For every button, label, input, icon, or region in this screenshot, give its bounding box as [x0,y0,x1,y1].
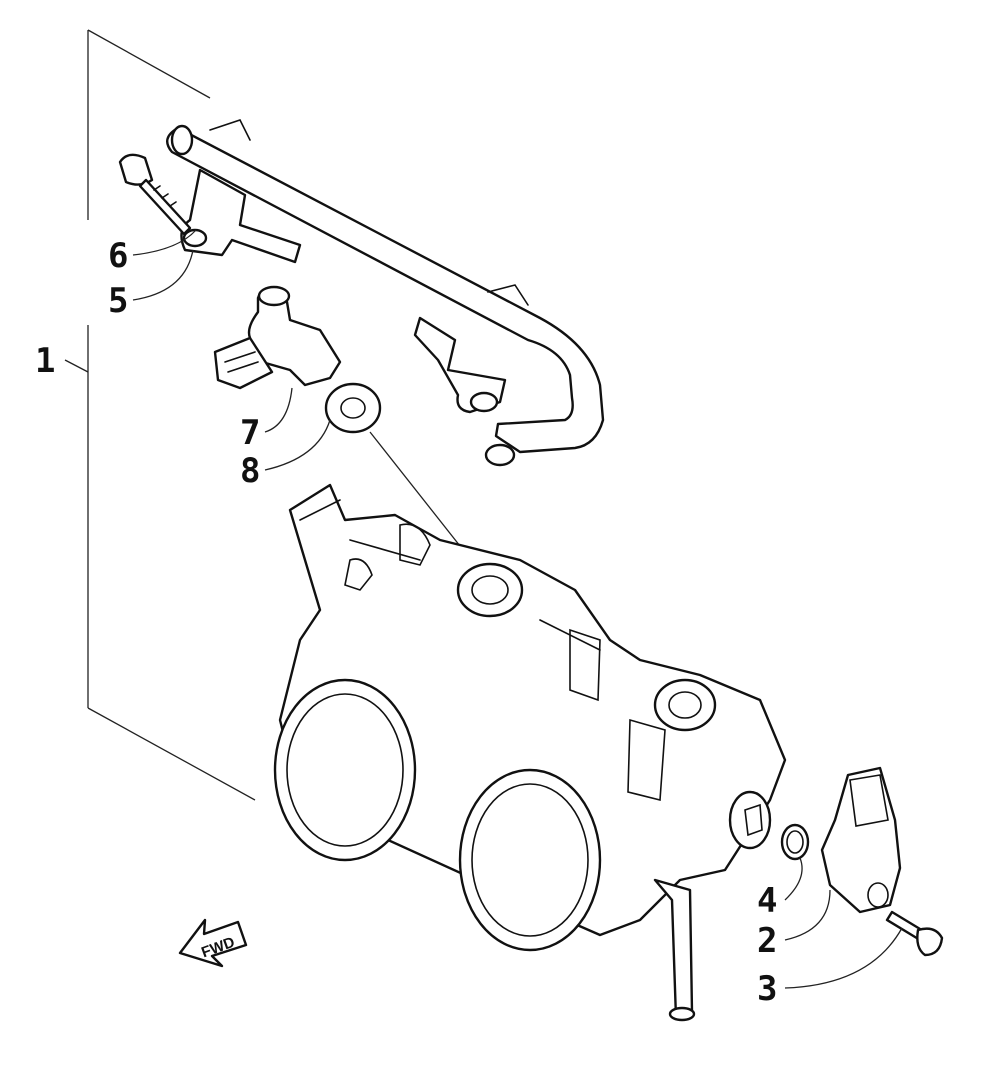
coolant-pipe [653,878,696,1022]
callout-1: 1 [35,341,55,381]
assembly-bracket [64,29,256,801]
o-ring [780,823,810,861]
callout-6: 6 [108,236,128,276]
callout-2: 2 [757,921,777,961]
callout-3: 3 [757,969,777,1009]
fuel-injector [213,285,342,390]
throttle-bore-right [458,768,602,952]
screw-3 [885,910,944,957]
callout-7: 7 [240,413,260,453]
throttle-bore-left [273,678,417,862]
throttle-body [278,483,787,937]
rail-bracket-lower [413,316,507,414]
fuel-rail [166,119,605,467]
injector-seal [324,382,476,566]
bolt-6 [118,153,192,236]
callout-5: 5 [108,281,128,321]
callout-8: 8 [240,451,260,491]
leader-lines [132,229,903,989]
callout-4: 4 [757,881,777,921]
forward-direction-arrow: FWD [178,918,248,968]
throttle-position-sensor [820,766,902,914]
rail-bracket-upper [180,168,302,264]
